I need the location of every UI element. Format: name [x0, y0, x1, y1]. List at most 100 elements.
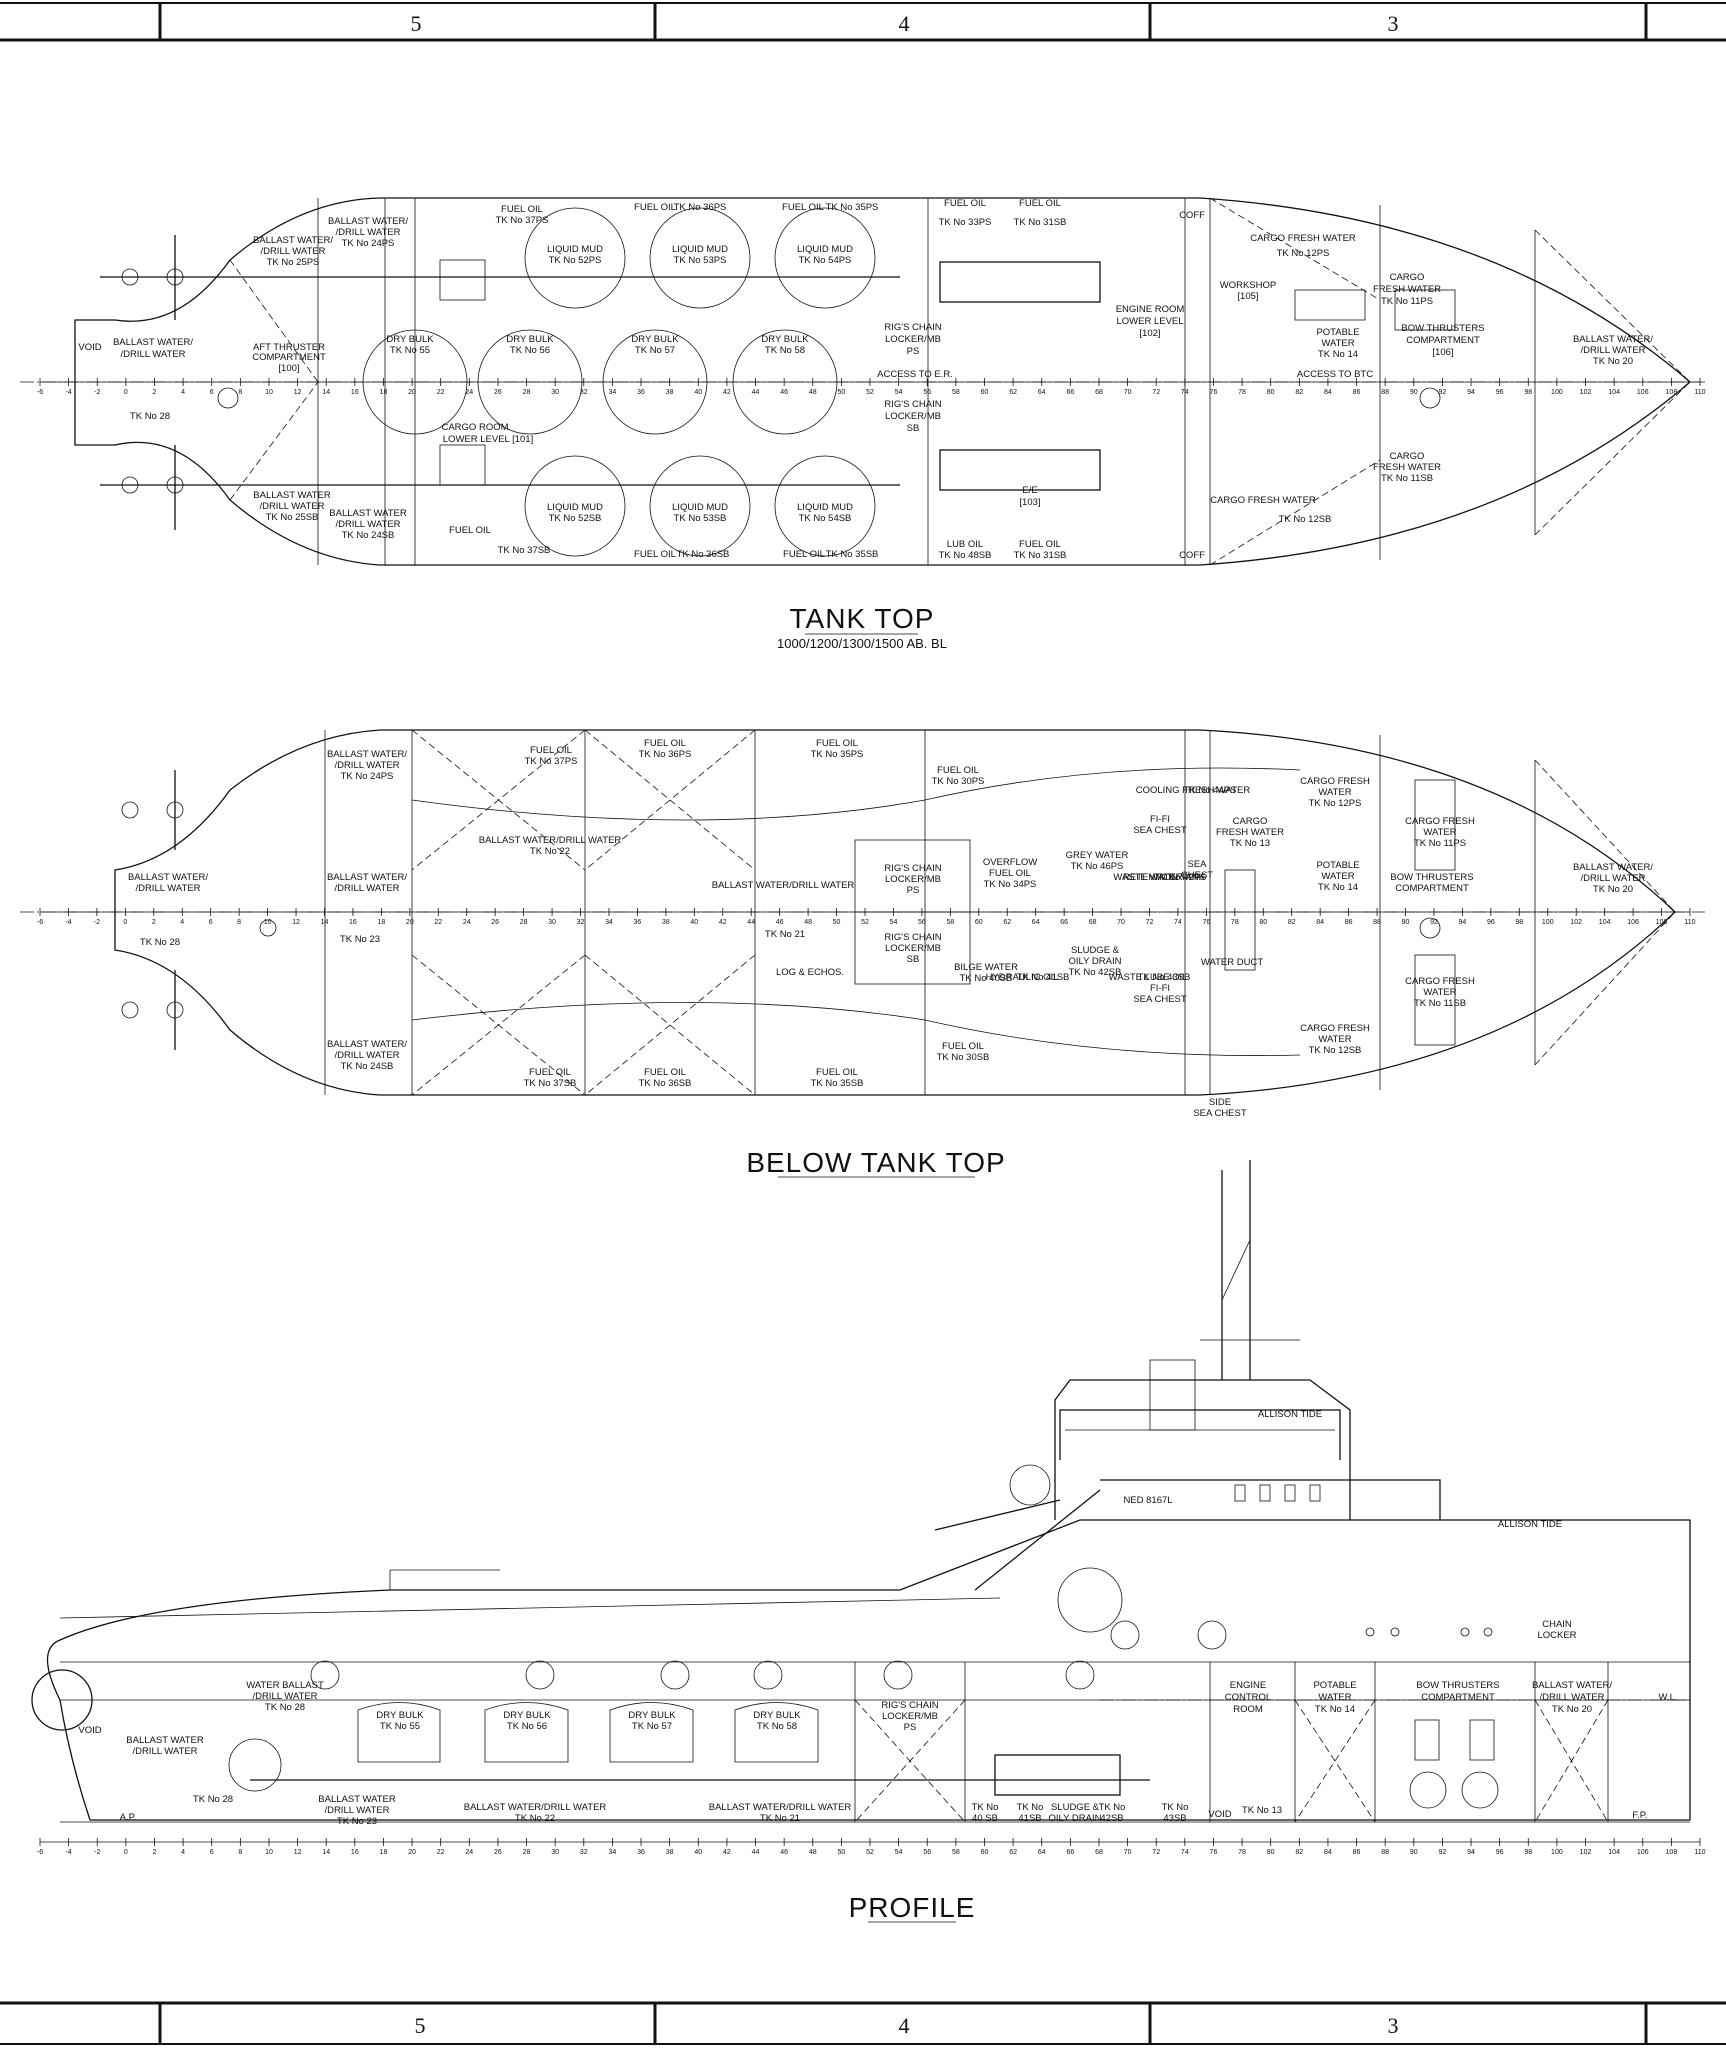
below-tank-top-compartment-label: TK No 28	[140, 937, 180, 948]
frame-scale-tick-label: 82	[1288, 919, 1296, 926]
profile-compartment-label: /DRILL WATER	[1539, 1692, 1604, 1703]
below-tank-top-compartment-label: BALLAST WATER/	[327, 1039, 407, 1050]
below-tank-top-compartment-label: WATER	[1423, 987, 1456, 998]
below-tank-top-compartment-label: WATER DUCT	[1201, 957, 1263, 968]
frame-scale-tick-label: 6	[210, 389, 214, 396]
frame-scale-tick-label: 94	[1467, 389, 1475, 396]
frame-scale-tick-label: 88	[1381, 389, 1389, 396]
profile-compartment-label: ROOM	[1233, 1704, 1263, 1715]
profile-compartment-label: TK No 13	[1242, 1805, 1282, 1816]
frame-scale-tick-label: 92	[1439, 389, 1447, 396]
frame-scale-tick-label: 90	[1410, 1849, 1418, 1856]
frame-scale-tick-label: 60	[981, 389, 989, 396]
frame-scale-tick-label: 12	[292, 919, 300, 926]
frame-scale-tick-label: 42	[723, 1849, 731, 1856]
tank-top-compartment-label: FUEL OIL	[634, 549, 676, 560]
tank-top-compartment-label: FUEL OIL	[1019, 198, 1061, 209]
frame-scale-tick-label: 62	[1003, 919, 1011, 926]
tank-top-compartment-label: CARGO	[1390, 272, 1425, 283]
deck-cranes	[934, 1464, 1123, 1633]
frame-scale-tick-label: 14	[321, 919, 329, 926]
frame-scale-tick-label: -4	[66, 1849, 72, 1856]
tank-top-compartment-label: FUEL OIL	[449, 525, 491, 536]
profile-compartment-label: BALLAST WATER/	[1532, 1680, 1612, 1691]
below-tank-top-compartment-label: CARGO FRESH	[1300, 1023, 1370, 1034]
frame-scale-tick-label: 46	[780, 389, 788, 396]
below-tank-top-compartment-label: CARGO FRESH	[1405, 816, 1475, 827]
frame-scale-tick-label: 100	[1551, 1849, 1563, 1856]
below-tank-top-compartment-label: HYDRAULIC OIL	[986, 972, 1059, 983]
profile-compartment-label: BOW THRUSTERS	[1416, 1680, 1499, 1691]
below-tank-top-compartment-label: TK No 40SB	[960, 973, 1013, 984]
frame-scale-tick-label: 54	[890, 919, 898, 926]
frame-scale-tick-label: 30	[548, 919, 556, 926]
frame-scale-tick-label: 22	[437, 389, 445, 396]
frame-scale-tick-label: 36	[637, 1849, 645, 1856]
tank-top-compartment-label: TK No 35PS	[826, 202, 879, 213]
frame-scale-tick-label: 2	[153, 1849, 157, 1856]
tank-top-compartment-label: TK No 57	[635, 345, 675, 356]
tank-top-compartment-label: LIQUID MUD	[797, 244, 853, 255]
frame-scale-tick-label: 78	[1238, 389, 1246, 396]
frame-scale-tick-label: 44	[747, 919, 755, 926]
tank-top-compartment-label: RIG'S CHAIN	[884, 399, 941, 410]
tank-top-compartment-label: POTABLE	[1316, 327, 1359, 338]
tank-top-subtitle: 1000/1200/1300/1500 AB. BL	[777, 636, 947, 651]
below-tank-top-compartment-label: WASTE WATER	[1113, 872, 1182, 883]
tank-top-compartment-label: TK No 12SB	[1279, 514, 1332, 525]
below-tank-top-compartment-label: TK No 24SB	[341, 1061, 394, 1072]
tank-top-compartment-label: PS	[907, 346, 920, 357]
frame-scale-tick-label: 52	[861, 919, 869, 926]
frame-scale-tick-label: 66	[1060, 919, 1068, 926]
frame-scale-tick-label: 56	[918, 919, 926, 926]
below-tank-top-compartment-label: /DRILL WATER	[1580, 873, 1645, 884]
frame-scale-tick-label: 68	[1095, 1849, 1103, 1856]
below-tank-top-compartment-label: TK No 24PS	[341, 771, 394, 782]
frame-scale-tick-label: 84	[1316, 919, 1324, 926]
tank-top-compartment-label: /DRILL WATER	[260, 246, 325, 257]
tank-top-compartment-label: TK No 12PS	[1277, 248, 1330, 259]
frame-scale-tick-label: 80	[1259, 919, 1267, 926]
below-tank-top-compartment-label: RIG'S CHAIN	[884, 863, 941, 874]
profile-compartment-label: WATER BALLAST	[246, 1680, 324, 1691]
tank-top-compartment-label: TK No 25PS	[267, 257, 320, 268]
below-tank-top-compartment-label: TK No 11SB	[1414, 998, 1466, 1009]
frame-scale-tick-label: 4	[181, 389, 185, 396]
below-tank-top-propellers	[121, 770, 184, 1050]
profile-compartment-label: DRY BULK	[503, 1710, 551, 1721]
tank-top-compartment-label: LIQUID MUD	[672, 502, 728, 513]
tank-top-compartment-label: BALLAST WATER	[253, 490, 331, 501]
tank-top-compartment-label: /DRILL WATER	[120, 349, 185, 360]
frame-scale-tick-label: 48	[809, 389, 817, 396]
frame-scale-tick-label: -6	[37, 1849, 43, 1856]
profile-compartment-label: BALLAST WATER	[318, 1794, 396, 1805]
tank-top-compartment-label: /DRILL WATER	[1580, 345, 1645, 356]
below-tank-top-compartment-label: LOCKER/MB	[885, 874, 941, 885]
frame-scale-tick-label: 18	[380, 1849, 388, 1856]
tank-top-compartment-label: FUEL OIL	[944, 198, 986, 209]
frame-scale-tick-label: 20	[406, 919, 414, 926]
tank-top-compartment-label: TK No 33PS	[939, 217, 992, 228]
tank-top-compartment-label: TK No 37PS	[496, 215, 549, 226]
tank-top-compartment-label: DRY BULK	[506, 334, 554, 345]
tank-top-compartment-label: TK No 52PS	[549, 255, 602, 266]
profile-compartment-label: WATER	[1318, 1692, 1351, 1703]
below-tank-top-compartment-label: BALLAST WATER/DRILL WATER	[712, 880, 855, 891]
frame-scale-tick-label: 24	[465, 389, 473, 396]
tank-top-compartment-label: VOID	[78, 342, 101, 353]
below-tank-top-compartment-label: BALLAST WATER/	[327, 749, 407, 760]
frame-scale-tick-label: 80	[1267, 1849, 1275, 1856]
frame-scale-tick-label: 108	[1666, 389, 1678, 396]
profile-compartment-label: TK No	[1099, 1802, 1126, 1813]
frame-scale-tick-label: 26	[494, 1849, 502, 1856]
below-tank-top-compartment-label: OILY DRAIN	[1069, 956, 1122, 967]
zone-label-top-4: 4	[899, 11, 910, 36]
frame-scale-tick-label: 110	[1684, 919, 1695, 926]
frame-scale-tick-label: 24	[465, 1849, 473, 1856]
frame-scale-tick-label: -2	[94, 1849, 100, 1856]
tank-top-compartment-label: [102]	[1139, 328, 1160, 339]
frame-scale-tick-label: -4	[65, 919, 71, 926]
tank-top-compartment-label: CARGO FRESH WATER	[1250, 233, 1356, 244]
below-tank-top-compartment-label: TK No 37PS	[525, 756, 578, 767]
frame-scale-tick-label: 4	[180, 919, 184, 926]
